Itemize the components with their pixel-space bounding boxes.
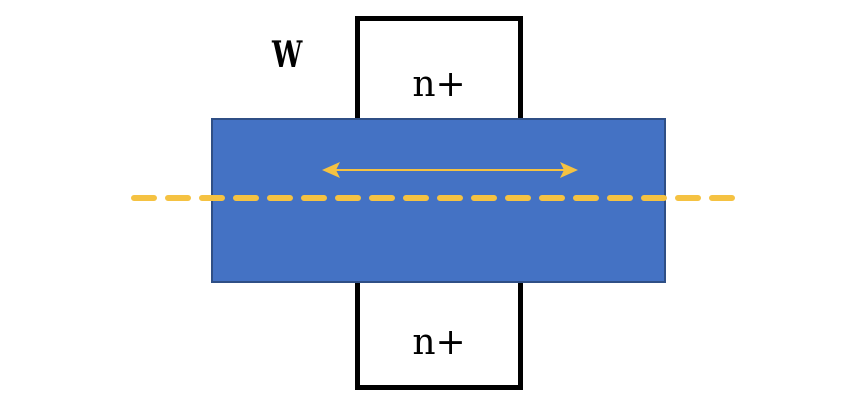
top-region-label: n+	[412, 64, 466, 105]
bottom-region-label: n+	[412, 322, 466, 363]
width-label: W	[272, 34, 303, 76]
channel-region	[211, 118, 666, 283]
